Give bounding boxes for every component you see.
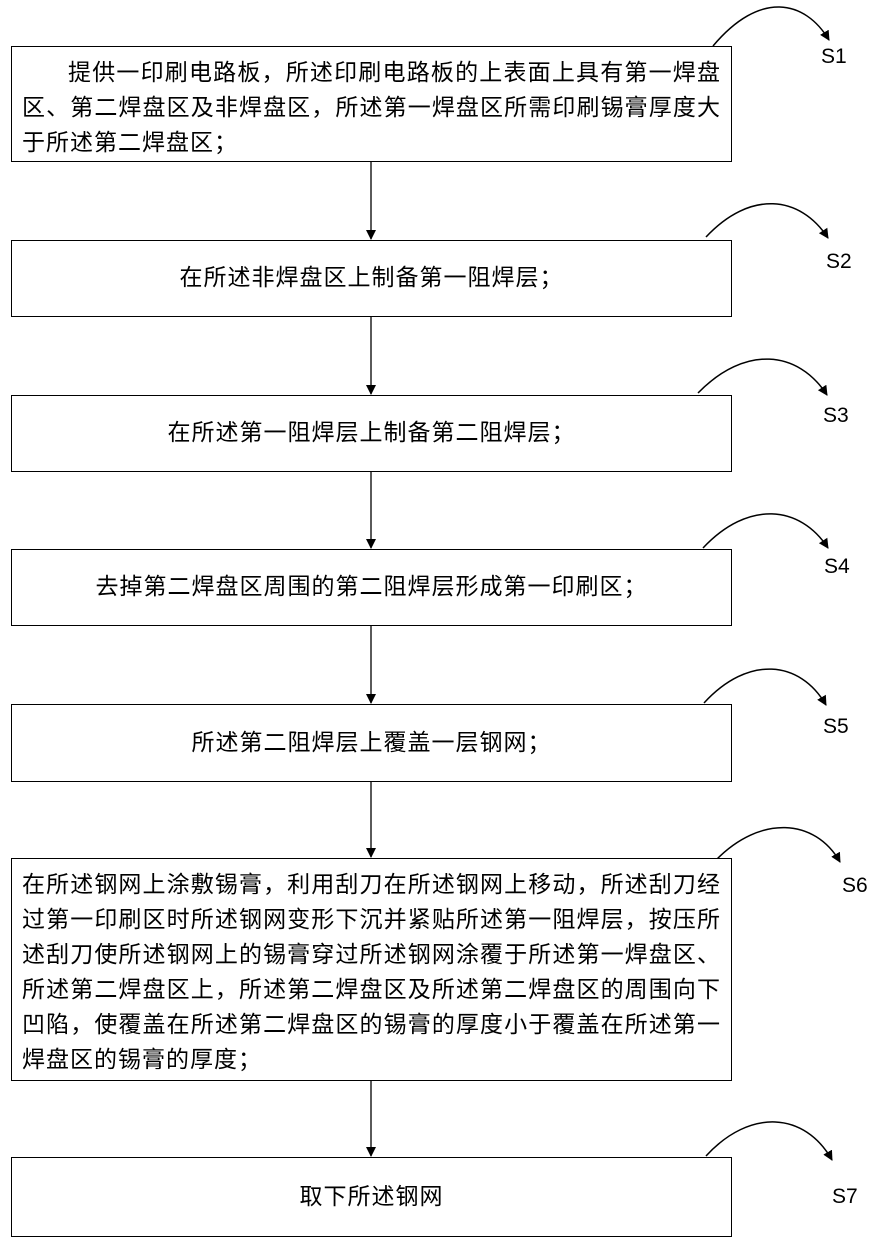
step-box-s7: 取下所述钢网 — [11, 1157, 732, 1237]
step-text-s3: 在所述第一阻焊层上制备第二阻焊层； — [168, 416, 576, 451]
step-label-s7: S7 — [832, 1185, 858, 1209]
step-text-s6: 在所述钢网上涂敷锡膏，利用刮刀在所述钢网上移动，所述刮刀经过第一印刷区时所述钢网… — [22, 872, 721, 1073]
step-label-s4: S4 — [824, 555, 850, 579]
step-label-s3: S3 — [823, 404, 849, 428]
leader-curve-s2 — [706, 204, 828, 238]
leader-curve-s7 — [706, 1122, 832, 1160]
step-label-s1: S1 — [821, 45, 847, 69]
leader-curve-s5 — [704, 669, 826, 705]
leader-curve-s1 — [713, 7, 829, 46]
step-box-s4: 去掉第二焊盘区周围的第二阻焊层形成第一印刷区； — [11, 549, 732, 626]
step-box-s3: 在所述第一阻焊层上制备第二阻焊层； — [11, 395, 732, 472]
step-box-s1: 提供一印刷电路板，所述印刷电路板的上表面上具有第一焊盘区、第二焊盘区及非焊盘区，… — [11, 46, 732, 162]
step-label-s2: S2 — [826, 250, 852, 274]
leader-curve-s3 — [698, 359, 827, 395]
step-text-s1: 提供一印刷电路板，所述印刷电路板的上表面上具有第一焊盘区、第二焊盘区及非焊盘区，… — [22, 60, 721, 156]
step-text-s4: 去掉第二焊盘区周围的第二阻焊层形成第一印刷区； — [96, 570, 648, 605]
step-box-s5: 所述第二阻焊层上覆盖一层钢网； — [11, 704, 732, 782]
step-text-s2: 在所述非焊盘区上制备第一阻焊层； — [180, 261, 564, 296]
step-label-s6: S6 — [842, 874, 868, 898]
step-text-s7: 取下所述钢网 — [300, 1180, 444, 1215]
step-box-s6: 在所述钢网上涂敷锡膏，利用刮刀在所述钢网上移动，所述刮刀经过第一印刷区时所述钢网… — [11, 858, 732, 1081]
step-label-s5: S5 — [823, 715, 849, 739]
step-text-s5: 所述第二阻焊层上覆盖一层钢网； — [192, 726, 552, 761]
leader-curve-s6 — [716, 828, 840, 862]
leader-curve-s4 — [703, 514, 828, 548]
step-box-s2: 在所述非焊盘区上制备第一阻焊层； — [11, 240, 732, 317]
